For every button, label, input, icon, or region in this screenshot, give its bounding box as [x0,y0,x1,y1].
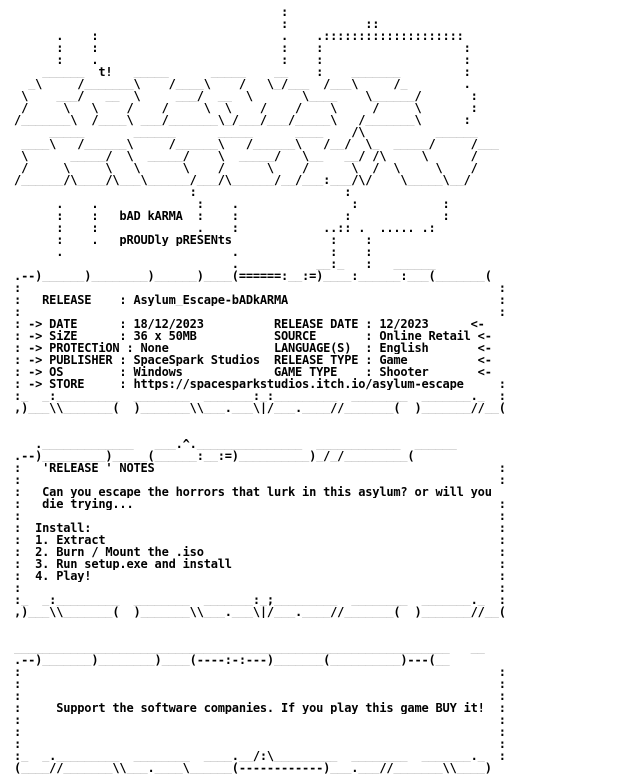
nfo-line: /_______\ /____\ ___/_______\_/___/___/_… [0,114,471,126]
nfo-line: :_ _:_________ ________ _______:_;______… [0,594,506,606]
nfo-line: . . : : [0,246,373,258]
nfo-line: : Support the software companies. If you… [0,702,506,714]
nfo-line: ,)___\\_______( )_______\\___.___\|/___.… [0,402,506,414]
nfo-line: .--)______)________)______)____(======:_… [0,270,492,282]
nfo-line: : 'RELEASE ' NOTES : [0,462,506,474]
nfo-line: : : . : ..:: . ..... .: [0,222,436,234]
nfo-line: \ ___/ __ \ ___/ __ \ \____ \______/ : [0,90,478,102]
nfo-line [0,630,624,642]
nfo-line: .--)_________)_____(______:__:=)________… [0,450,415,462]
nfo-line: ._____________ ___.^._______________ ___… [0,438,457,450]
nfo-line: : die trying... : [0,498,506,510]
nfo-line: : : [0,678,506,690]
nfo-line: : : [0,690,506,702]
nfo-line: : . : : : [0,54,471,66]
nfo-line: : : bAD kARMA : : : : [0,210,450,222]
nfo-line [0,414,624,426]
nfo-line [0,426,624,438]
nfo-line: ,)___\\_______( )_______\\___.___\|/___.… [0,606,506,618]
nfo-line: : : : : : [0,42,471,54]
nfo-line: : 3. Run setup.exe and install : [0,558,506,570]
nfo-line: : [0,6,289,18]
nfo-line: : -> SiZE : 36 x 50MB SOURCE : Online Re… [0,330,499,342]
nfo-line: : : [0,474,506,486]
nfo-line: : Install: : [0,522,506,534]
nfo-line: (____//_______\\___.____\______(--------… [0,762,492,774]
nfo-line: : : [0,186,352,198]
nfo-line: : -> OS : Windows GAME TYPE : Shooter <- [0,366,499,378]
nfo-line: /______/\____/\___\______/___/\______/__… [0,174,471,186]
nfo-line: : : [0,738,506,750]
nfo-line: :_ _:_________ ________ _______:_:______… [0,390,506,402]
nfo-line: . __:_ : ______ [0,258,436,270]
nfo-line: : 1. Extract : [0,534,506,546]
nfo-line: : 2. Burn / Mount the .iso : [0,546,506,558]
nfo-line: : RELEASE : Asylum_Escape-bADkARMA : [0,294,506,306]
nfo-line: : : [0,282,506,294]
nfo-line: .--)_______)________)____(----:-:---)___… [0,654,450,666]
nfo-line: : :: [0,18,380,30]
nfo-line: : -> PUBLISHER : SpaceSpark Studios RELE… [0,354,499,366]
nfo-line: ________________________________________… [0,642,485,654]
nfo-line: : Can you escape the horrors that lurk i… [0,486,492,498]
nfo-ascii-document: : : :: . : . .:::::::::::::::::::: : : :… [0,6,624,774]
nfo-line: : : [0,306,506,318]
nfo-line: _\ /_______\ /____\ / \_/___ /___\ /_ . [0,78,471,90]
nfo-line: : -> PROTECTiON : None LANGUAGE(S) : Eng… [0,342,499,354]
nfo-line: / \ \ / / \ \ / / \ / \ : [0,102,478,114]
nfo-line: ____\ /______\ /______\ /______\ /__/ \_… [0,138,499,150]
nfo-line [0,618,624,630]
nfo-line: :_ _._________ ________ ____.__/:\______… [0,750,506,762]
nfo-line: : : [0,726,506,738]
nfo-line: _____ ______ _____ ____ /\ ______ [0,126,478,138]
nfo-line: \ _____/ \ _____/ \ _____/ \__ __/ /\ \ … [0,150,478,162]
nfo-line: . : . .:::::::::::::::::::: [0,30,464,42]
nfo-line: . . : . : : [0,198,450,210]
nfo-line: ______ t! _____ _____ __ : _______ : [0,66,471,78]
nfo-line: : -> STORE : https://spacesparkstudios.i… [0,378,506,390]
nfo-line: : : [0,582,506,594]
nfo-line: : . pROUDly pRESENts : : [0,234,373,246]
nfo-line: : : [0,714,506,726]
nfo-line: : -> DATE : 18/12/2023 RELEASE DATE : 12… [0,318,492,330]
nfo-line: / \ \ \ \ / \ / \ / \ \ / [0,162,478,174]
nfo-line: : : [0,666,506,678]
nfo-line: : 4. Play! : [0,570,506,582]
nfo-line: : : [0,510,506,522]
